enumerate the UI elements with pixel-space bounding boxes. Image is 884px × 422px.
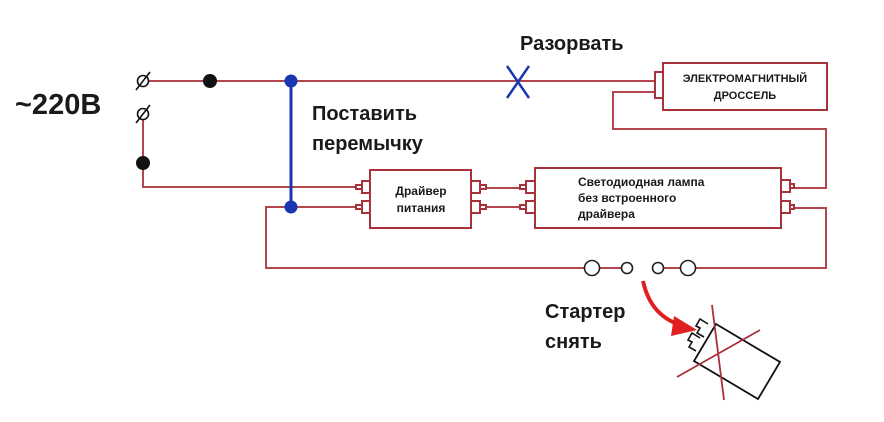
remove-arrow-icon xyxy=(641,280,697,336)
jumper-node-bottom xyxy=(284,200,298,214)
driver-label-line1: Драйвер xyxy=(395,184,446,198)
starter-contact-1-icon xyxy=(583,259,601,277)
starter-contact-4-icon xyxy=(679,259,697,277)
starter-removed-icon xyxy=(676,304,782,401)
junction-dot-top xyxy=(203,74,217,88)
starter-label-line2: снять xyxy=(545,331,602,353)
starter-label-line1: Стартер xyxy=(545,301,625,323)
jumper-node-top xyxy=(284,74,298,88)
wire-choke-return xyxy=(612,91,827,189)
jumper-label-line2: перемычку xyxy=(312,133,424,155)
driver-label-line2: питания xyxy=(397,201,446,215)
driver-component: Драйвер питания xyxy=(355,169,487,229)
jumper-label-line1: Поставить xyxy=(312,103,417,125)
terminal-bottom-icon xyxy=(135,104,151,124)
break-label: Разорвать xyxy=(520,33,624,55)
led-lamp-component: Светодиодная лампа без встроенного драйв… xyxy=(519,167,795,229)
wire-starter-right xyxy=(696,207,827,269)
starter-contact-2-icon xyxy=(620,261,634,275)
break-x-icon xyxy=(505,65,531,99)
junction-dot-left xyxy=(136,156,150,170)
supply-voltage-label: ~220В xyxy=(15,89,101,121)
choke-component: ЭЛЕКТРОМАГНИТНЫЙ ДРОССЕЛЬ xyxy=(654,62,828,111)
lamp-label-line3: драйвера xyxy=(578,207,635,221)
wire-neutral xyxy=(142,120,362,188)
choke-label-line1: ЭЛЕКТРОМАГНИТНЫЙ xyxy=(683,72,808,85)
lamp-label-line2: без встроенного xyxy=(578,191,676,205)
wire-starter-loop xyxy=(265,206,584,269)
starter-contact-3-icon xyxy=(651,261,665,275)
choke-label-line2: ДРОССЕЛЬ xyxy=(714,90,777,102)
lamp-label-line1: Светодиодная лампа xyxy=(578,175,705,189)
terminal-top-icon xyxy=(135,71,151,91)
